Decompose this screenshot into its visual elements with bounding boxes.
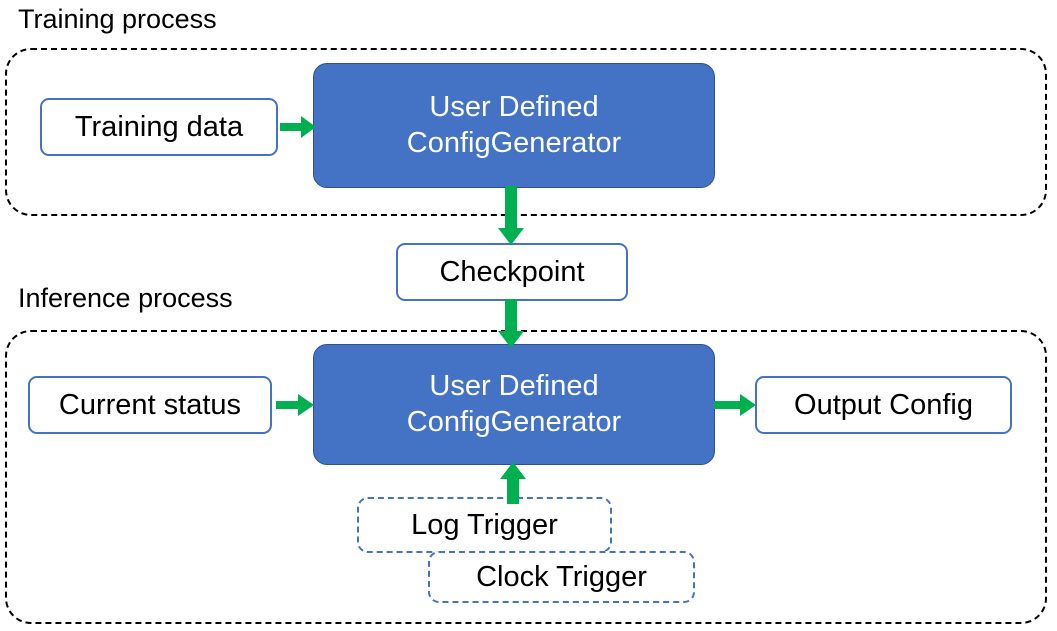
training-process-label: Training process: [18, 4, 217, 34]
node-clock-trigger[interactable]: Clock Trigger: [428, 551, 695, 603]
node-training-data-label: Training data: [74, 110, 244, 143]
node-training-config-generator-line1: User Defined: [429, 91, 599, 124]
arrow-generator-to-output-config: [714, 391, 758, 419]
node-log-trigger-label: Log Trigger: [411, 508, 558, 541]
node-log-trigger[interactable]: Log Trigger: [357, 497, 612, 553]
arrow-training-data-to-generator: [280, 113, 318, 141]
training-process-container: [5, 48, 1047, 216]
node-training-config-generator-line2: ConfigGenerator: [406, 126, 622, 159]
node-current-status-label: Current status: [58, 388, 242, 421]
node-current-status[interactable]: Current status: [28, 376, 272, 434]
arrow-generator-to-checkpoint: [498, 186, 528, 248]
node-training-config-generator[interactable]: User Defined ConfigGenerator: [313, 63, 715, 188]
node-checkpoint-label: Checkpoint: [439, 255, 585, 288]
node-checkpoint[interactable]: Checkpoint: [396, 243, 628, 301]
node-output-config[interactable]: Output Config: [755, 376, 1012, 434]
node-clock-trigger-label: Clock Trigger: [476, 560, 647, 593]
inference-process-label: Inference process: [18, 283, 233, 313]
node-inference-config-generator[interactable]: User Defined ConfigGenerator: [313, 344, 715, 465]
node-inference-config-generator-line1: User Defined: [429, 370, 599, 403]
arrow-current-status-to-generator: [276, 391, 316, 419]
inference-process-container: [5, 330, 1047, 624]
arrow-trigger-to-generator: [500, 462, 530, 504]
node-training-data[interactable]: Training data: [40, 98, 278, 156]
node-output-config-label: Output Config: [794, 388, 973, 421]
arrow-checkpoint-to-inference-generator: [498, 299, 528, 351]
node-inference-config-generator-line2: ConfigGenerator: [406, 405, 622, 438]
